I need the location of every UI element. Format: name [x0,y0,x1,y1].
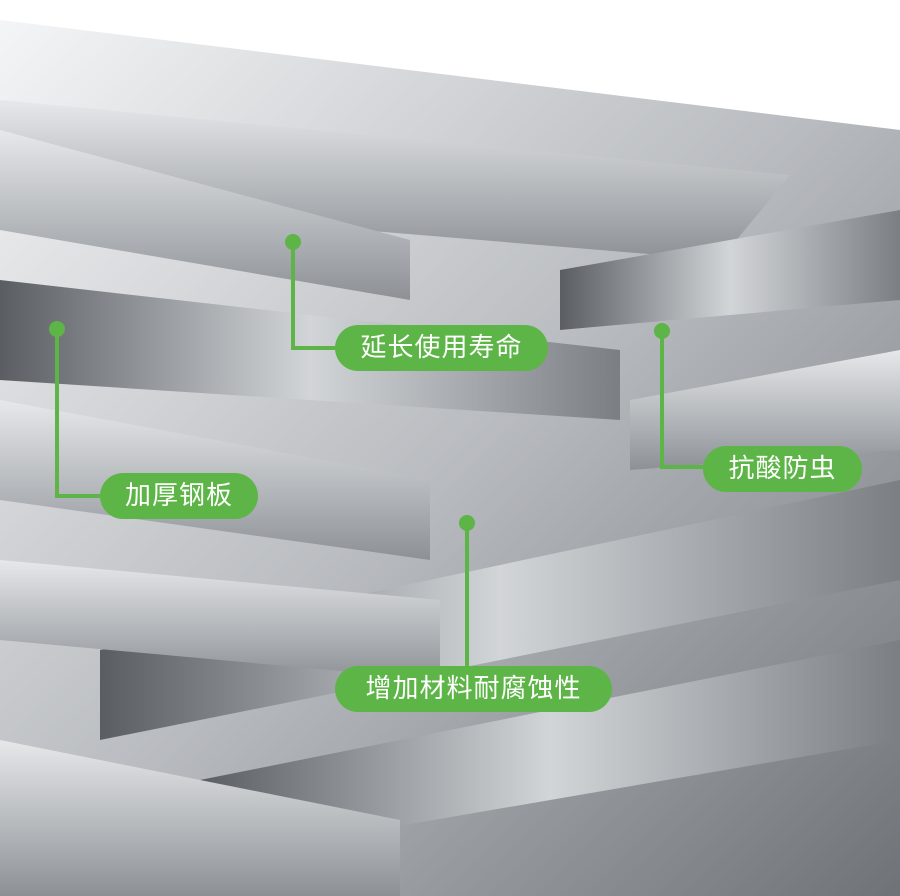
callout-line [55,329,59,498]
callout-line [660,465,708,469]
callout-acid-insect-resistant: 抗酸防虫 [703,446,862,492]
callout-line [291,346,341,350]
callout-line [291,242,295,350]
callout-line [660,331,664,469]
callout-corrosion-resistance: 增加材料耐腐蚀性 [335,666,612,712]
callout-line [465,523,469,668]
callout-extend-service-life: 延长使用寿命 [335,325,548,371]
callout-thickened-plate: 加厚钢板 [100,473,258,519]
callout-line [55,494,105,498]
